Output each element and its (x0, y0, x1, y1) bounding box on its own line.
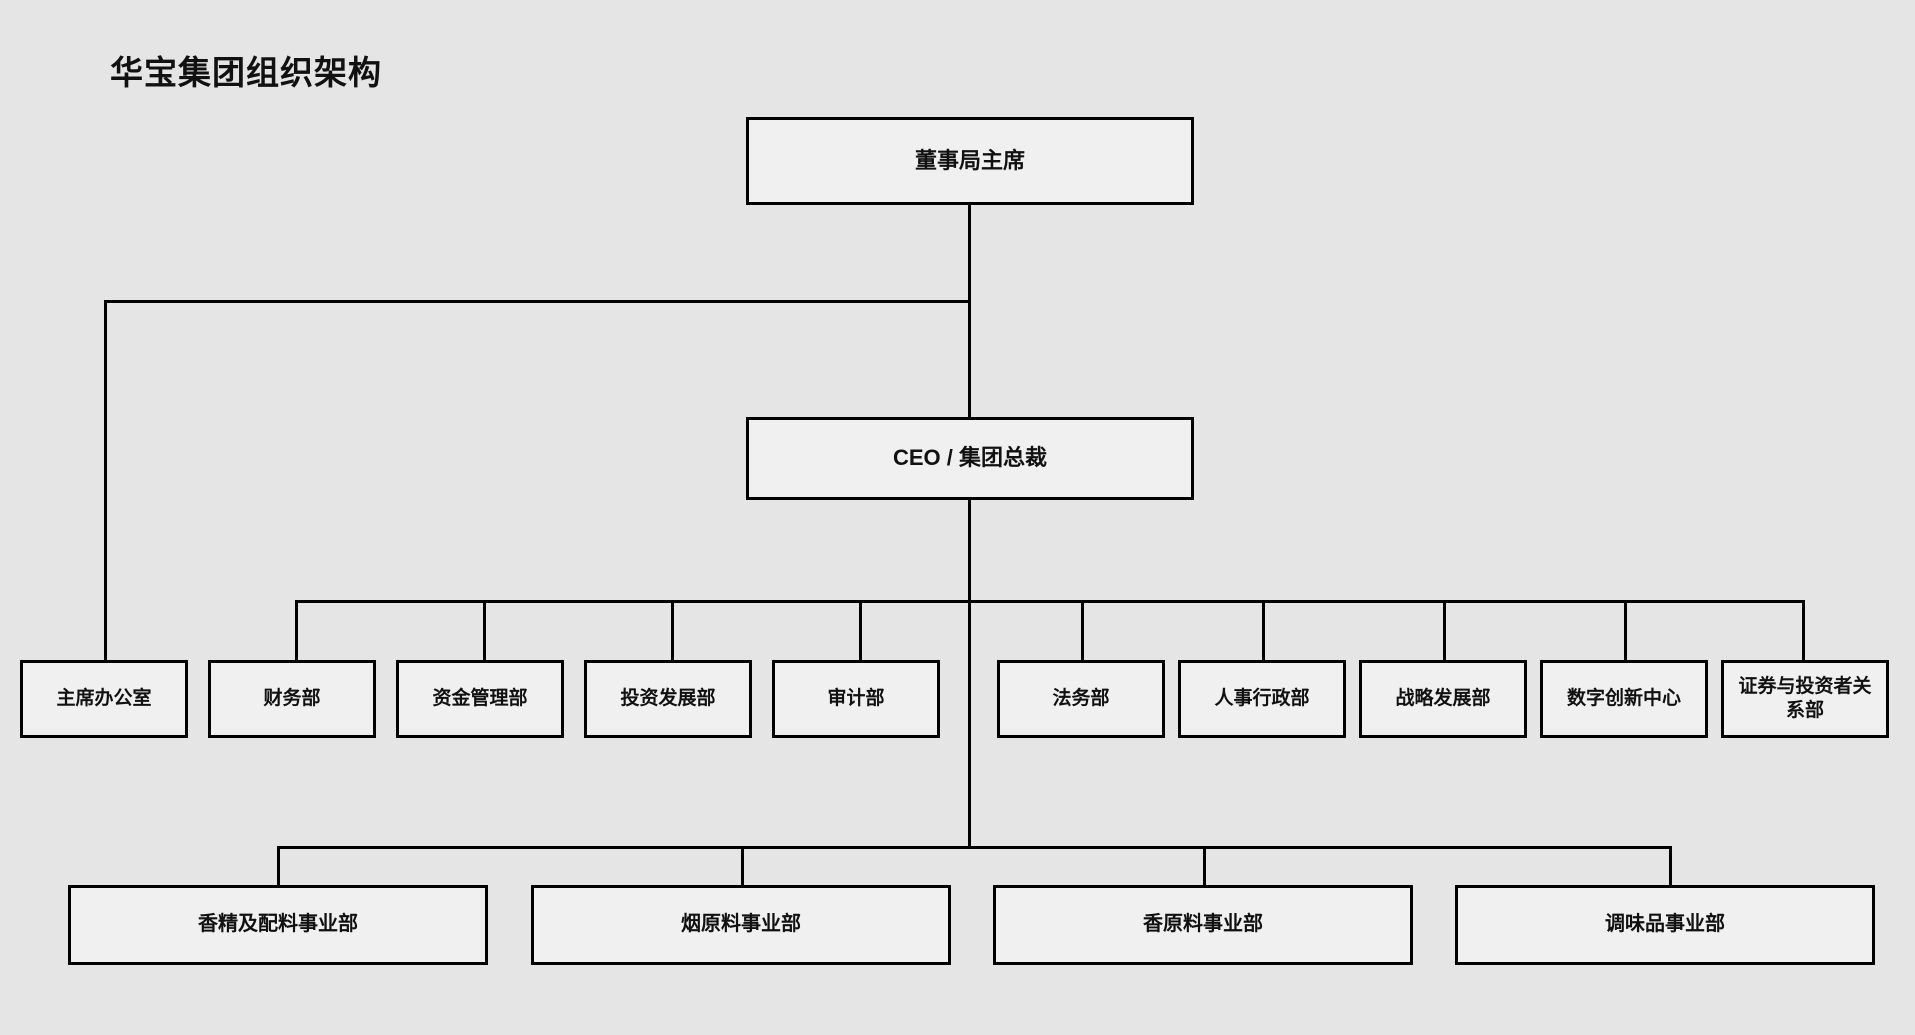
node-division-tobacco-label: 烟原料事业部 (681, 913, 801, 936)
connector-dept-drop-legal (1081, 600, 1084, 660)
node-strategy-label: 战略发展部 (1395, 687, 1491, 709)
connector-dept-bus (295, 600, 1805, 603)
connector-dept-drop-hr (1262, 600, 1265, 660)
node-ceo-label: CEO / 集团总裁 (892, 445, 1047, 471)
connector-chairman-to-ceo (968, 300, 971, 418)
node-strategy[interactable]: 战略发展部 (1359, 660, 1527, 738)
node-investment[interactable]: 投资发展部 (584, 660, 752, 738)
node-chairoffice[interactable]: 主席办公室 (20, 660, 188, 738)
connector-chairman-stem (968, 205, 971, 300)
connector-div-drop-flavors (277, 846, 280, 885)
node-division-flavors[interactable]: 香精及配料事业部 (68, 885, 488, 965)
node-division-tobacco[interactable]: 烟原料事业部 (531, 885, 951, 965)
node-ceo[interactable]: CEO / 集团总裁 (746, 417, 1194, 500)
connector-dept-drop-treasury (483, 600, 486, 660)
connector-chairman-bus (104, 300, 971, 303)
node-hr-label: 人事行政部 (1214, 687, 1310, 709)
connector-division-bus (277, 846, 1672, 849)
connector-div-drop-condiment (1669, 846, 1672, 885)
node-digital-label: 数字创新中心 (1566, 687, 1681, 709)
connector-div-drop-tobacco (741, 846, 744, 885)
connector-dept-drop-investment (671, 600, 674, 660)
node-treasury[interactable]: 资金管理部 (396, 660, 564, 738)
node-legal-label: 法务部 (1052, 687, 1110, 709)
node-division-condiment[interactable]: 调味品事业部 (1455, 885, 1875, 965)
connector-div-drop-aroma (1203, 846, 1206, 885)
node-division-condiment-label: 调味品事业部 (1605, 913, 1725, 936)
node-chairman-label: 董事局主席 (914, 147, 1025, 173)
connector-dept-drop-strategy (1443, 600, 1446, 660)
node-audit[interactable]: 审计部 (772, 660, 940, 738)
node-chairoffice-label: 主席办公室 (56, 687, 152, 709)
connector-dept-drop-finance (295, 600, 298, 660)
node-finance-label: 财务部 (263, 687, 321, 709)
node-treasury-label: 资金管理部 (432, 687, 528, 709)
node-legal[interactable]: 法务部 (997, 660, 1165, 738)
node-investor-relations-label: 证券与投资者关系部 (1738, 675, 1872, 721)
node-investment-label: 投资发展部 (620, 687, 716, 709)
node-finance[interactable]: 财务部 (208, 660, 376, 738)
node-chairman[interactable]: 董事局主席 (746, 117, 1194, 205)
node-division-aroma-label: 香原料事业部 (1143, 913, 1263, 936)
connector-dept-drop-digital (1624, 600, 1627, 660)
connector-chairoffice-drop (104, 300, 107, 660)
node-division-aroma[interactable]: 香原料事业部 (993, 885, 1413, 965)
node-investor-relations[interactable]: 证券与投资者关系部 (1721, 660, 1889, 738)
connector-ceo-spine (968, 500, 971, 846)
connector-dept-drop-audit (859, 600, 862, 660)
node-hr[interactable]: 人事行政部 (1178, 660, 1346, 738)
node-audit-label: 审计部 (827, 687, 885, 709)
connector-dept-drop-ir (1802, 600, 1805, 660)
node-digital[interactable]: 数字创新中心 (1540, 660, 1708, 738)
page-title: 华宝集团组织架构 (110, 54, 382, 91)
node-division-flavors-label: 香精及配料事业部 (198, 913, 358, 936)
